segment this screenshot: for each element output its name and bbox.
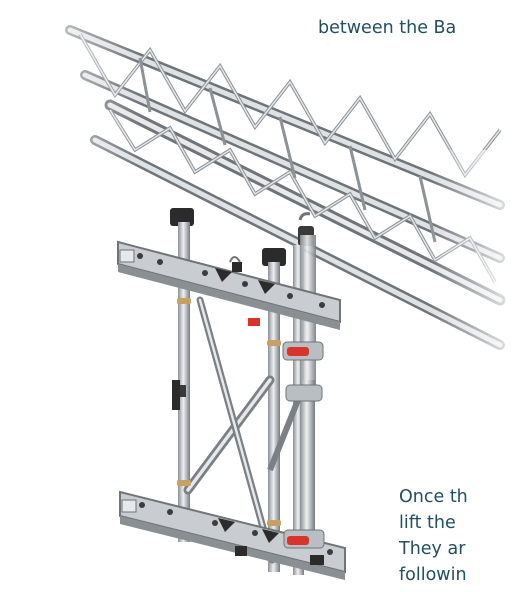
truss-bracing-upper — [78, 33, 502, 179]
diagonal-braces — [183, 296, 303, 564]
pole-collars — [177, 298, 281, 526]
intro-text-line: between the Ba — [318, 18, 457, 38]
top-cross-plate — [117, 240, 341, 330]
side-clamp — [172, 380, 186, 410]
truss — [60, 0, 530, 370]
truss-ties — [138, 57, 437, 243]
body-paragraph: Once th lift the They ar followin — [399, 484, 468, 588]
lever-clamps — [248, 318, 325, 549]
body-line-4: followin — [399, 565, 467, 585]
body-line-1: Once th — [399, 487, 468, 507]
bottom-cross-plate — [119, 490, 346, 580]
mounting-frame — [117, 208, 346, 580]
body-line-2: lift the — [399, 513, 456, 533]
hooks — [229, 212, 311, 263]
body-line-3: They ar — [399, 539, 466, 559]
